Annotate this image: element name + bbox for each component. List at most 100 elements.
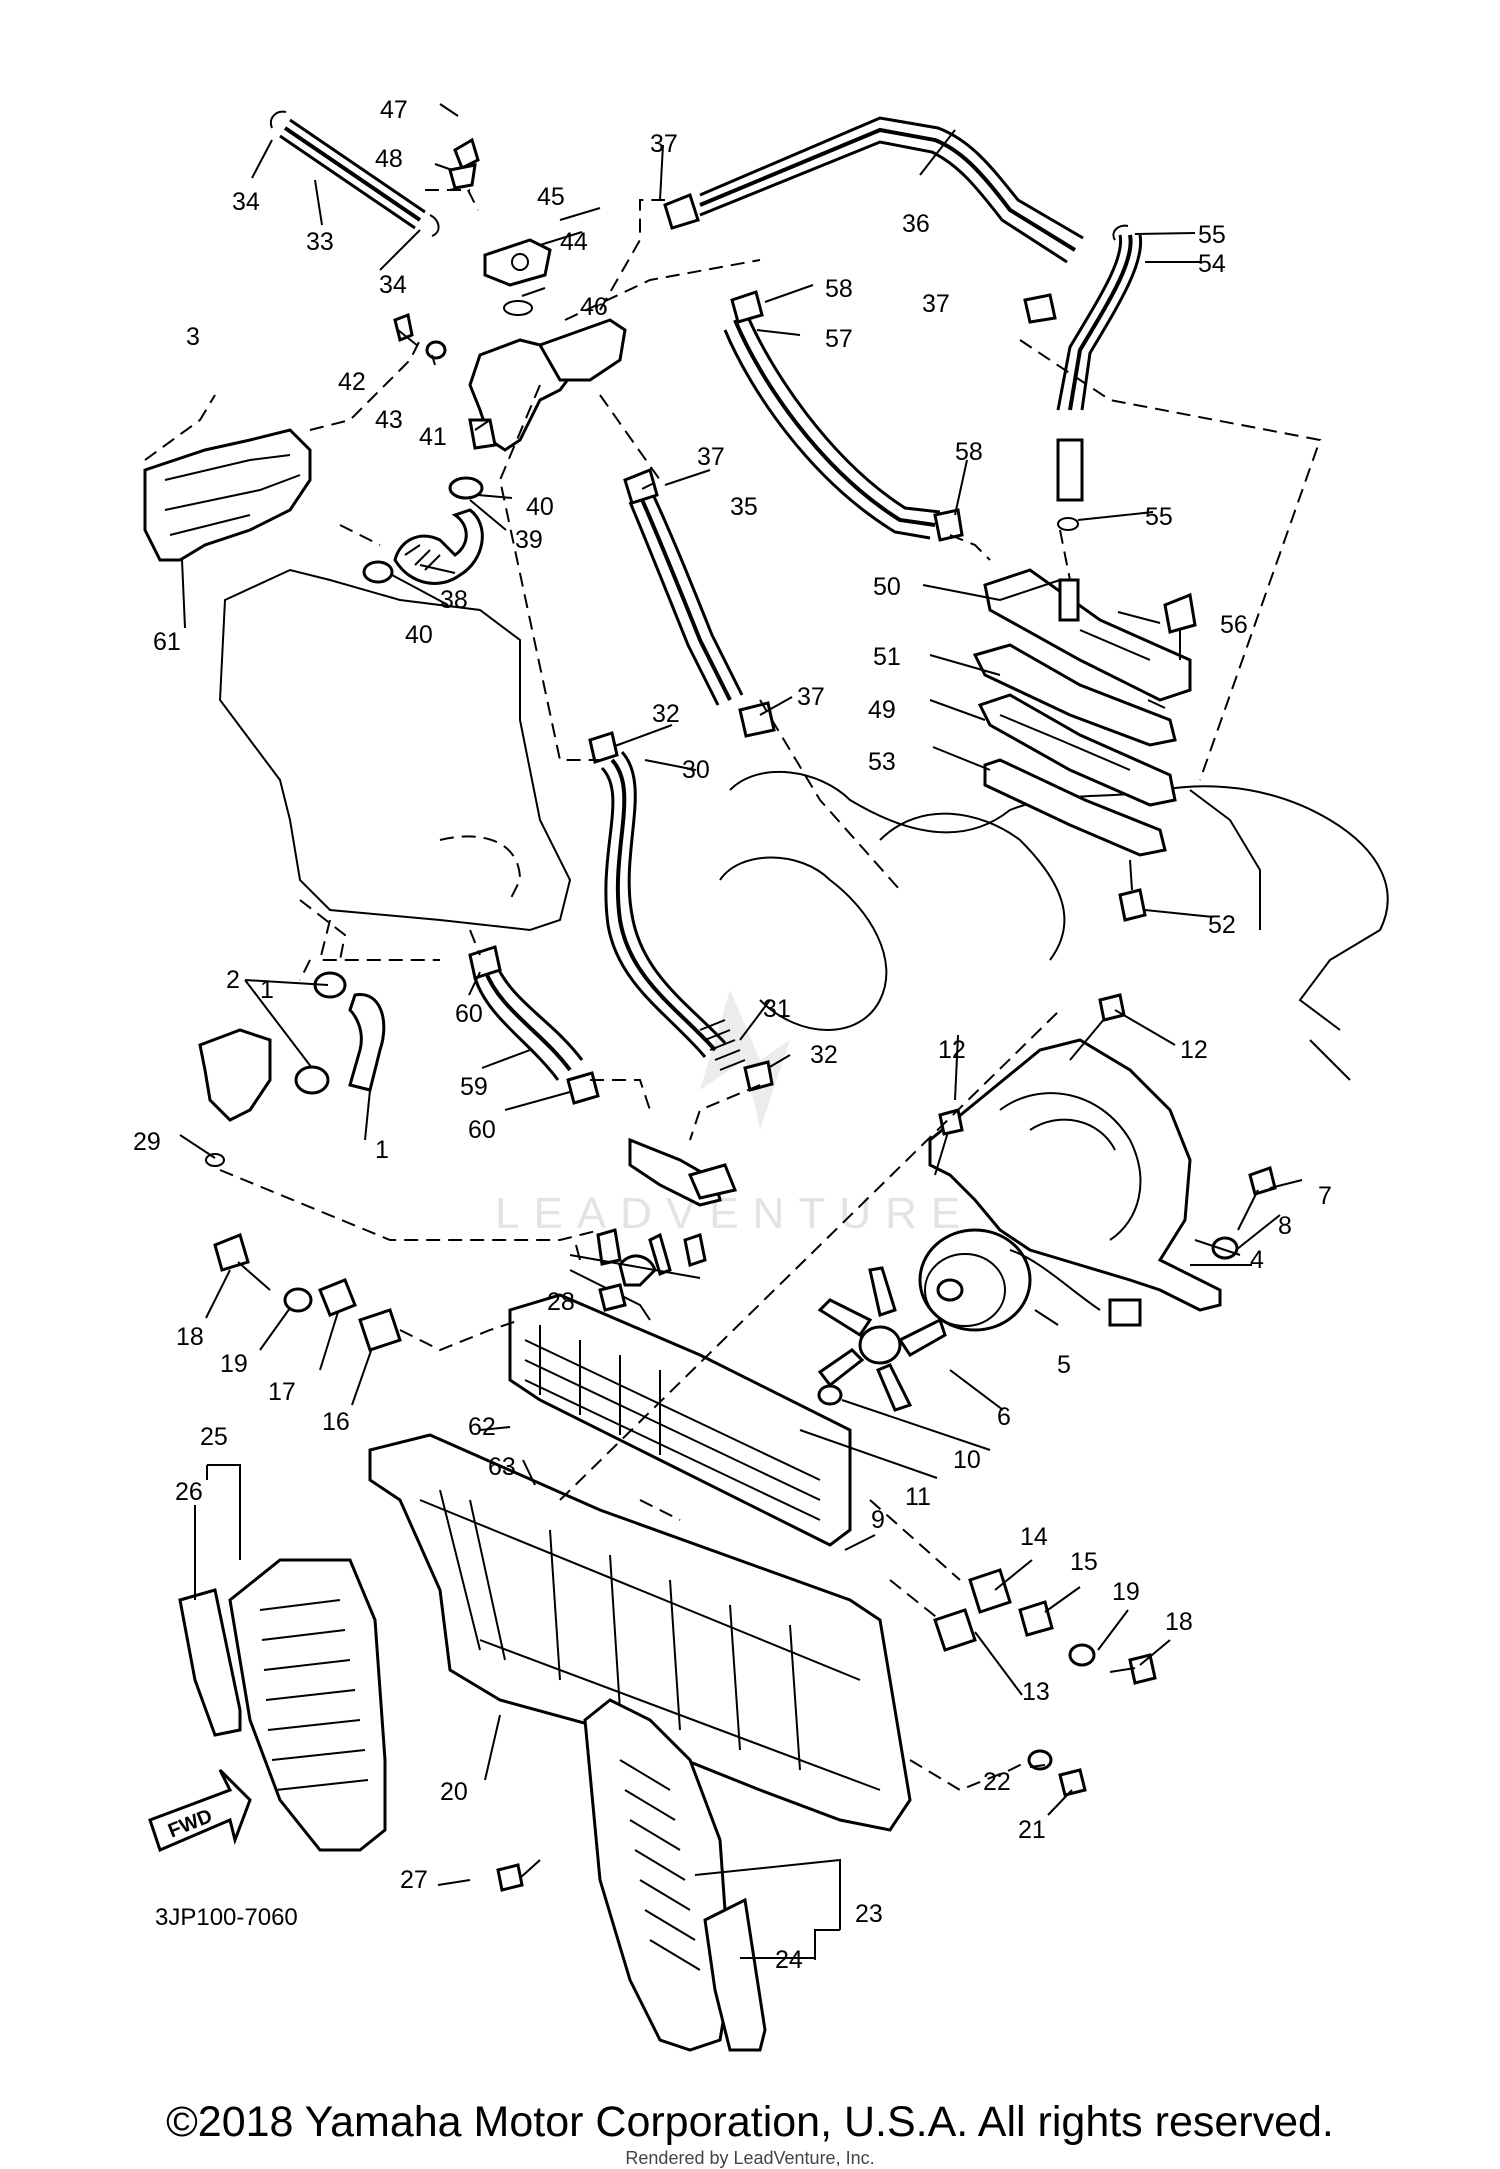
outlet-assembly xyxy=(972,568,1197,922)
clamp-32a xyxy=(588,731,619,764)
label-58a: 58 xyxy=(825,275,853,303)
hose-59 xyxy=(483,969,572,1072)
label-19a: 19 xyxy=(220,1350,248,1378)
label-63: 63 xyxy=(488,1453,516,1481)
cover-25 xyxy=(178,1558,387,1852)
fan-blade-6 xyxy=(817,1266,947,1412)
label-27: 27 xyxy=(400,1866,428,1894)
label-33: 33 xyxy=(306,228,334,256)
label-19b: 19 xyxy=(1112,1578,1140,1606)
label-32a: 32 xyxy=(652,700,680,728)
fwd-arrow: FWD xyxy=(148,1768,252,1853)
fitting-28 xyxy=(569,1137,738,1321)
hose-54-section xyxy=(1056,438,1084,502)
fitting-1-2 xyxy=(198,971,386,1167)
label-34a: 34 xyxy=(232,188,260,216)
watermark: LEADVENTURE xyxy=(495,990,960,1238)
hose-36 xyxy=(699,127,1077,252)
hose-59-edge xyxy=(473,961,584,1081)
label-18b: 18 xyxy=(1165,1608,1193,1636)
hose-35 xyxy=(638,494,732,701)
label-15: 15 xyxy=(1070,1548,1098,1576)
label-46: 46 xyxy=(580,293,608,321)
hose-54 xyxy=(1068,234,1133,411)
cover-61 xyxy=(143,394,312,562)
label-49: 49 xyxy=(868,696,896,724)
clamp-40a xyxy=(362,560,394,584)
label-56: 56 xyxy=(1220,611,1248,639)
label-44: 44 xyxy=(560,228,588,256)
label-11: 11 xyxy=(905,1483,931,1511)
diagram-code: 3JP100-7060 xyxy=(155,1904,298,1931)
label-35: 35 xyxy=(730,493,758,521)
clamp-58b xyxy=(933,508,964,542)
fan-hardware xyxy=(775,993,1277,1433)
label-4: 4 xyxy=(1250,1246,1264,1274)
reservoir-outline xyxy=(218,568,572,961)
label-17: 17 xyxy=(268,1378,296,1406)
clamp-60a xyxy=(468,945,502,980)
label-37d: 37 xyxy=(797,683,825,711)
label-40b: 40 xyxy=(405,621,433,649)
label-6: 6 xyxy=(997,1403,1011,1431)
label-12b: 12 xyxy=(1180,1036,1208,1064)
label-12a: 12 xyxy=(938,1036,966,1064)
label-52: 52 xyxy=(1208,911,1236,939)
label-61: 61 xyxy=(153,628,181,656)
label-55a: 55 xyxy=(1198,221,1226,249)
label-60a: 60 xyxy=(455,1000,483,1028)
radiator-62 xyxy=(508,1283,852,1547)
label-1: 1 xyxy=(260,976,274,1004)
clamp-58a xyxy=(730,290,764,324)
hose-33-edge xyxy=(279,118,426,230)
label-32b: 32 xyxy=(810,1041,838,1069)
hose-38-39 xyxy=(393,508,484,585)
label-13: 13 xyxy=(1022,1678,1050,1706)
label-30: 30 xyxy=(682,756,710,784)
label-31: 31 xyxy=(763,995,791,1023)
hose-57-edge xyxy=(723,309,941,540)
label-43: 43 xyxy=(375,406,403,434)
clip-55 xyxy=(1057,517,1079,531)
clip-55-top xyxy=(1112,224,1129,241)
label-22: 22 xyxy=(983,1768,1011,1796)
label-47: 47 xyxy=(380,96,408,124)
fan-shroud-4 xyxy=(928,1038,1222,1327)
fan-motor-5 xyxy=(918,1228,1101,1332)
label-9: 9 xyxy=(871,1506,885,1534)
clip-34-bottom xyxy=(429,214,440,237)
mount-hardware xyxy=(213,1232,1157,1892)
label-37b: 37 xyxy=(922,290,950,318)
hose-30 xyxy=(610,758,717,1052)
label-5: 5 xyxy=(1057,1351,1071,1379)
hose-30-edge xyxy=(600,750,727,1058)
clamp-60b xyxy=(566,1071,600,1105)
label-16: 16 xyxy=(322,1408,350,1436)
label-8: 8 xyxy=(1278,1212,1292,1240)
leader-lines xyxy=(179,103,1303,1960)
label-23: 23 xyxy=(855,1900,883,1928)
clamp-37b xyxy=(1023,293,1057,324)
rendered-by-notice: Rendered by LeadVenture, Inc. xyxy=(625,2148,875,2168)
hose-54-edge xyxy=(1056,234,1143,411)
label-29: 29 xyxy=(133,1128,161,1156)
thermostat-housing xyxy=(393,137,627,500)
label-7: 7 xyxy=(1318,1182,1332,1210)
radiator-20 xyxy=(368,1433,912,1832)
engine-outline xyxy=(719,770,1389,1081)
clip-34-top xyxy=(270,110,287,129)
connection-lines xyxy=(219,189,1322,1792)
hose-57 xyxy=(733,319,936,527)
label-10: 10 xyxy=(953,1446,981,1474)
label-51: 51 xyxy=(873,643,901,671)
hose-36-edge xyxy=(699,116,1084,264)
label-58b: 58 xyxy=(955,438,983,466)
label-60b: 60 xyxy=(468,1116,496,1144)
label-57: 57 xyxy=(825,325,853,353)
label-21: 21 xyxy=(1018,1816,1046,1844)
label-36: 36 xyxy=(902,210,930,238)
label-50: 50 xyxy=(873,573,901,601)
label-48: 48 xyxy=(375,145,403,173)
clamp-37a xyxy=(663,193,700,230)
label-45: 45 xyxy=(537,183,565,211)
